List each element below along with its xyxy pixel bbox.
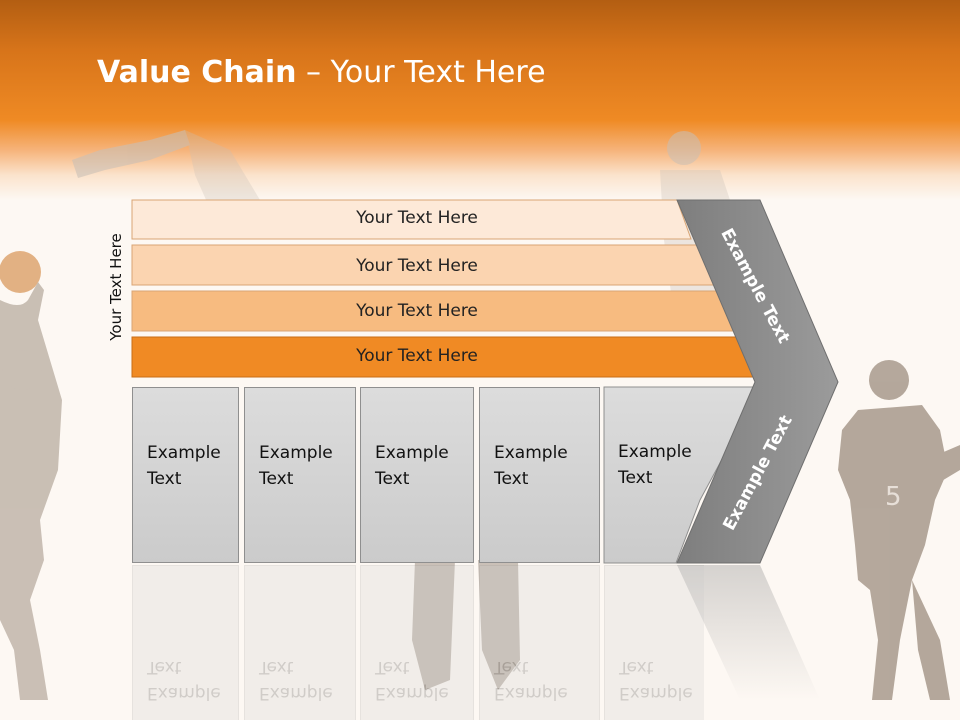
box-5-label: Example Text [618, 442, 692, 488]
box-4-label: Example Text [494, 443, 568, 489]
bar-2-label: Your Text Here [356, 256, 478, 276]
box-5-shape [603, 386, 762, 564]
title-rest: – Your Text Here [296, 55, 546, 90]
box-1-label: Example Text [147, 443, 221, 489]
slide-title: Value Chain – Your Text Here [97, 55, 546, 90]
box-1-reflection-label: Example Text [147, 657, 221, 703]
title-bold: Value Chain [97, 55, 297, 90]
svg-text:5: 5 [885, 482, 902, 512]
header-band [0, 0, 960, 200]
box-2-label: Example Text [259, 443, 333, 489]
box-4-reflection-label: Example Text [494, 657, 568, 703]
box-2: Example Text [244, 387, 356, 563]
box-3-reflection: Example Text [360, 565, 474, 720]
box-2-reflection: Example Text [244, 565, 356, 720]
boxes-reflection: Example Text Example Text Example Text E… [0, 565, 960, 720]
bar-1-label: Your Text Here [356, 208, 478, 228]
box-1: Example Text [132, 387, 239, 563]
chevron-reflection [677, 565, 820, 700]
box-3-reflection-label: Example Text [375, 657, 449, 703]
chevron-shape [676, 199, 839, 564]
bar-3-label: Your Text Here [356, 301, 478, 321]
box-1-reflection: Example Text [132, 565, 239, 720]
bar-1-shape [131, 199, 692, 240]
box-4-reflection: Example Text [479, 565, 600, 720]
box-4: Example Text [479, 387, 600, 563]
box-3: Example Text [360, 387, 474, 563]
box-5-reflection-label: Example Text [619, 657, 693, 703]
box-3-label: Example Text [375, 443, 449, 489]
bar-4-label: Your Text Here [356, 346, 478, 366]
box-2-reflection-label: Example Text [259, 657, 333, 703]
box-5-reflection: Example Text [604, 565, 704, 720]
